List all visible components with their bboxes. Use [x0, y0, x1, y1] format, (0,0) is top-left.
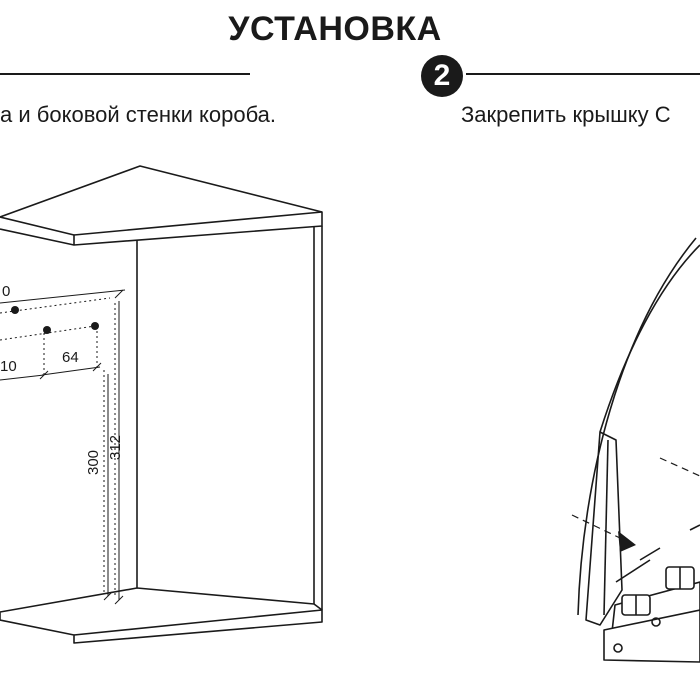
cabinet-bottom-panel: [0, 587, 323, 644]
hole-marker: [91, 322, 99, 330]
hole-marker: [11, 306, 19, 314]
header-rule-left: [0, 73, 250, 75]
dimension-label-top: 0: [2, 283, 10, 300]
insertion-arrow-head: [618, 531, 636, 552]
step-number-badge: 2: [421, 55, 463, 97]
dimension-label-300: 300: [85, 450, 102, 475]
header-rule-right: [466, 73, 700, 75]
screw-hole: [613, 643, 623, 653]
page-title: УСТАНОВКА: [228, 10, 442, 48]
insertion-guide-line: [571, 514, 621, 539]
hole-layout-guides: [0, 297, 116, 595]
dimension-lines: [0, 289, 126, 605]
cabinet-box-illustration: [0, 165, 323, 644]
mounting-plate: [603, 609, 700, 663]
lid-hinge-illustration: [571, 237, 700, 663]
cabinet-side-panel: [313, 226, 323, 610]
dimension-label-312: 312: [107, 435, 124, 460]
dimension-label-left: 10: [0, 358, 17, 375]
cabinet-top-panel: [0, 165, 323, 246]
dimension-label-spacing: 64: [62, 349, 79, 366]
instruction-text-right: Закрепить крышку С: [461, 102, 671, 127]
lid-side-panel: [585, 431, 623, 626]
hole-marker: [43, 326, 51, 334]
lid-arc: [577, 237, 697, 616]
screw-hole: [651, 617, 661, 627]
instruction-text-left: а и боковой стенки короба.: [0, 102, 277, 127]
mounting-holes: [11, 306, 99, 334]
